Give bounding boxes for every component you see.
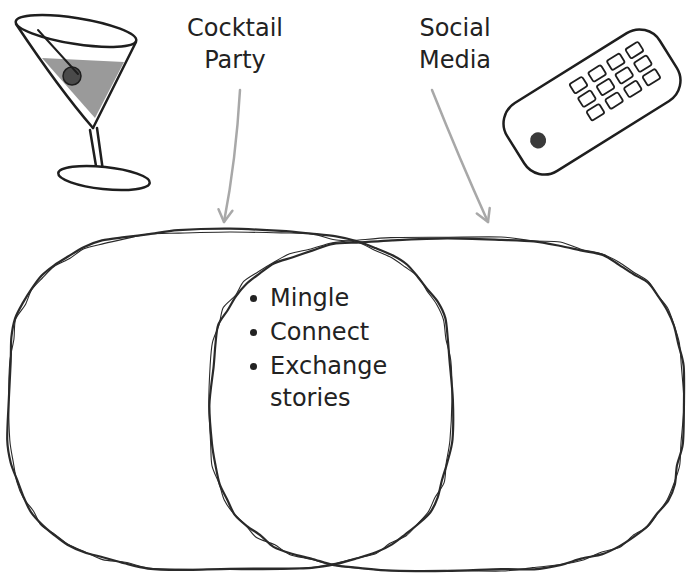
venn-circle (7, 229, 453, 570)
phone-body (494, 20, 689, 183)
arrow-head (219, 209, 233, 222)
topic-label: Social Media (385, 12, 525, 76)
bullet-dot (250, 329, 257, 336)
olive-pick (38, 30, 78, 74)
olive (63, 67, 81, 85)
phone-button (527, 129, 549, 151)
leader-line (432, 90, 488, 222)
venn-circle (9, 232, 452, 570)
phone-keys (569, 41, 660, 120)
glass-side (93, 42, 136, 128)
list-item: Exchange stories (270, 350, 400, 414)
phone-icon (494, 20, 689, 183)
bullet-dot (250, 295, 257, 302)
leader-arrow (219, 90, 241, 222)
cocktail-glass (14, 9, 151, 194)
glass-base (57, 162, 151, 193)
glass-side (16, 24, 93, 128)
list-item: Mingle (270, 282, 400, 314)
venn-circle (209, 237, 684, 571)
leader-line (224, 90, 240, 222)
leader-arrow (432, 90, 490, 222)
arrow-head (477, 208, 490, 222)
topic-label: Cocktail Party (165, 12, 305, 76)
list-item: Connect (270, 316, 400, 348)
venn-circle (209, 238, 684, 571)
bullet-dot (250, 363, 257, 370)
venn-shapes (7, 229, 684, 571)
